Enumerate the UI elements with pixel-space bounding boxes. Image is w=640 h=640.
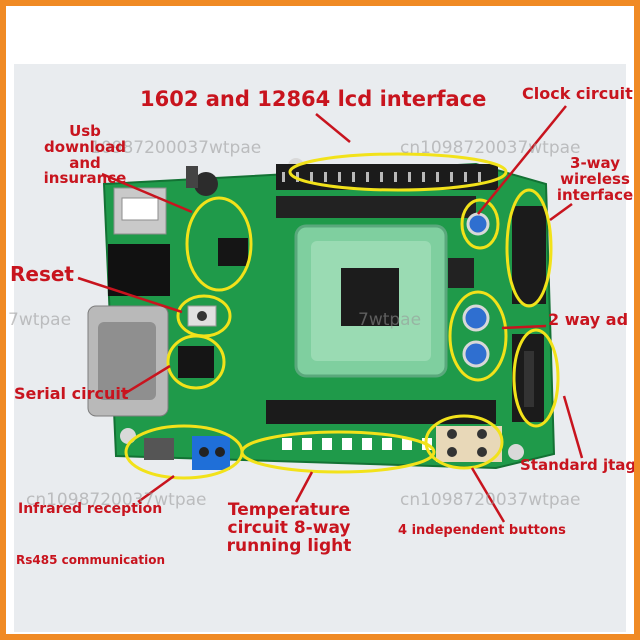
label-temperature-running-light: Temperature circuit 8-way running light — [218, 500, 360, 556]
independent-buttons — [436, 426, 502, 462]
highlight-temperature — [240, 430, 436, 474]
mounting-hole — [120, 428, 136, 444]
pointer-ad — [501, 324, 547, 330]
pointer-infrared — [137, 474, 175, 504]
pointer-serial — [123, 364, 171, 396]
highlight-wireless — [505, 188, 553, 308]
pointer-temperature — [294, 471, 314, 503]
pointer-jtag — [562, 395, 584, 459]
label-wireless-interface: 3-way wireless interface — [556, 154, 634, 204]
label-usb-line: and — [69, 153, 101, 172]
watermark: cn1098720037wtpae — [400, 138, 581, 158]
label-infrared-reception: Infrared reception — [18, 501, 163, 517]
watermark: 7wtpae — [358, 310, 422, 330]
mounting-hole — [508, 444, 524, 460]
pointer-wireless — [549, 202, 573, 222]
label-independent-buttons: 4 independent buttons — [398, 523, 566, 538]
pointer-usb — [101, 172, 193, 214]
label-temperature-line: running light — [226, 535, 352, 556]
label-clock-circuit: Clock circuit — [522, 84, 633, 103]
watermark: cn1098720037wtpae — [26, 490, 207, 510]
pointer-buttons — [470, 467, 506, 523]
label-usb-download: Usb download and insurance — [40, 122, 130, 188]
highlight-lcd — [288, 152, 508, 192]
label-two-way-ad: 2 way ad — [548, 310, 629, 329]
board-illustration — [77, 105, 584, 523]
highlight-usb — [185, 196, 253, 292]
label-wireless-line: wireless — [560, 169, 630, 188]
clock-chip — [448, 258, 474, 288]
label-standard-jtag: Standard jtag — [520, 456, 637, 474]
label-reset: Reset — [10, 262, 74, 286]
label-wireless-line: interface — [556, 185, 634, 204]
serial-chip — [178, 346, 214, 378]
capacitor — [194, 172, 218, 196]
bottom-header — [266, 400, 496, 424]
watermark: 7wtpae — [8, 310, 72, 330]
pointer-clock — [477, 105, 567, 215]
watermark: 10987200037wtpae — [90, 138, 262, 158]
label-usb-line: Usb — [69, 122, 101, 140]
lcd-header-second — [276, 196, 476, 218]
highlight-buttons — [424, 414, 504, 470]
ir-receiver — [144, 438, 174, 460]
label-lcd-interface: 1602 and 12864 lcd interface — [140, 87, 487, 111]
highlight-ad — [448, 290, 508, 382]
highlight-jtag — [512, 328, 560, 428]
label-temperature-line: circuit 8-way — [227, 517, 351, 538]
power-jack — [108, 244, 170, 296]
label-serial-circuit: Serial circuit — [14, 384, 129, 403]
label-usb-line: download — [44, 137, 126, 156]
highlight-clock — [460, 198, 500, 250]
label-usb-line: insurance — [43, 169, 127, 188]
potentiometer — [462, 340, 490, 368]
highlight-serial — [166, 334, 226, 390]
wireless-header — [512, 206, 546, 304]
mcu-chip — [341, 268, 399, 326]
watermark: cn1098720037wtpae — [400, 490, 581, 510]
usb-chip — [218, 238, 248, 266]
pointer-reset — [77, 276, 183, 314]
pointer-lcd — [315, 113, 351, 143]
potentiometer — [466, 212, 490, 236]
potentiometer — [462, 304, 490, 332]
label-rs485-communication: Rs485 communication — [16, 553, 166, 567]
switch — [186, 166, 198, 188]
label-wireless-line: 3-way — [570, 154, 620, 172]
label-temperature-line: Temperature — [227, 500, 351, 520]
